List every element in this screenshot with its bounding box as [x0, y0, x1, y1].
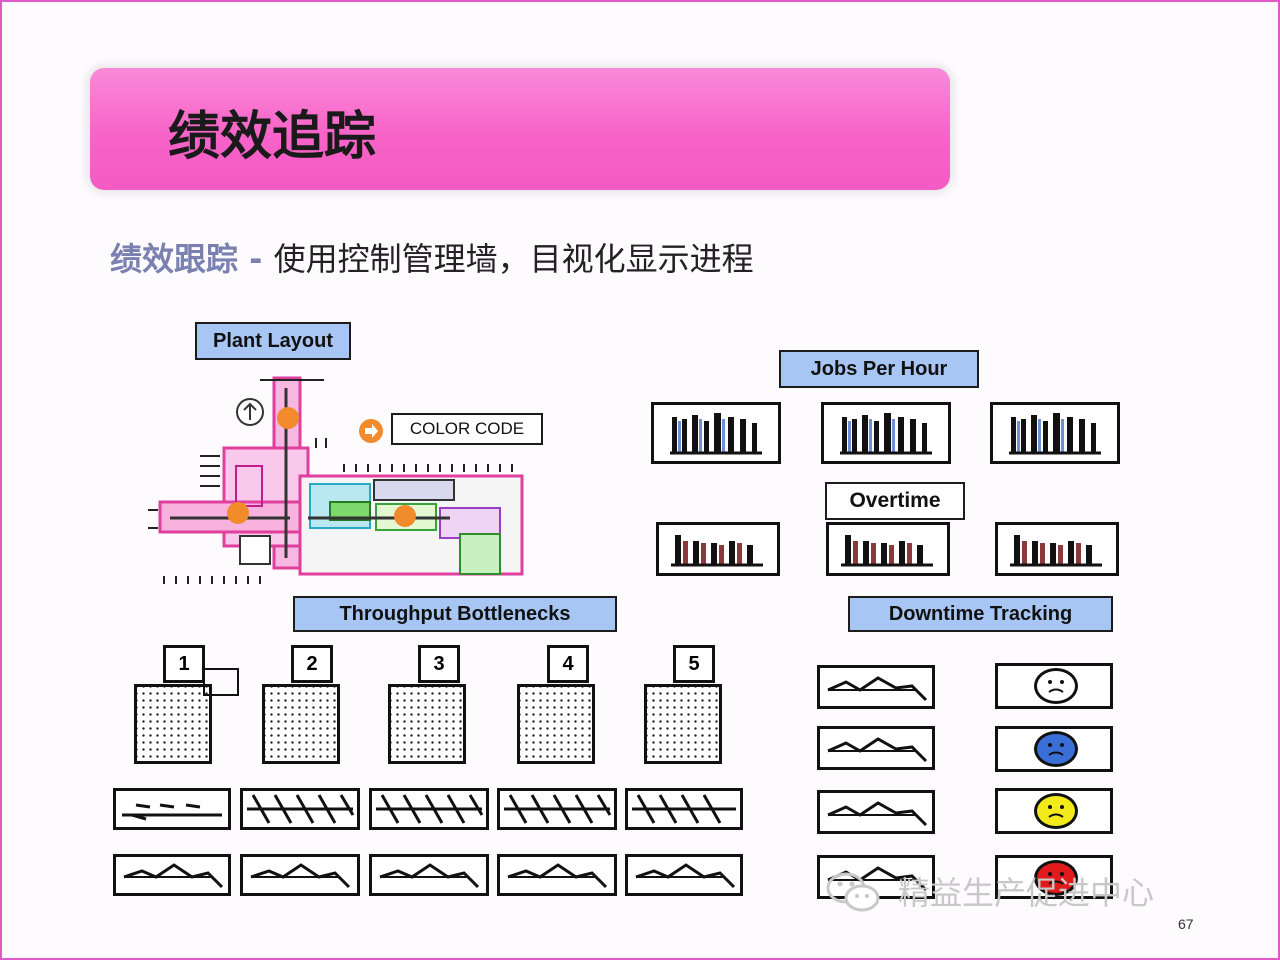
trend-chart-3: [369, 854, 489, 896]
face-status-4: [1034, 860, 1078, 896]
overtime-bars-1: [671, 535, 763, 567]
fishbone-lines-1: [122, 803, 222, 821]
trend-line-1: [123, 863, 224, 889]
face-status-1: [1034, 668, 1078, 704]
downtime-status-1: [995, 663, 1113, 709]
plant-layout-diagram: [148, 376, 524, 584]
station-grid-3: [388, 684, 466, 764]
trend-chart-5: [625, 854, 743, 896]
overtime-label: Overtime: [825, 482, 965, 520]
plant-layout-label: Plant Layout: [195, 322, 351, 360]
downtime-trend-1: [817, 665, 935, 709]
fishbone-chart-1: [113, 788, 231, 830]
throughput-label: Throughput Bottlenecks: [293, 596, 617, 632]
jobs-bars-2: [840, 413, 932, 455]
downtime-label: Downtime Tracking: [848, 596, 1113, 632]
station-number-3: 3: [418, 645, 460, 683]
trend-line-5: [635, 863, 736, 889]
fishbone-chart-4: [497, 788, 617, 830]
jobs-chart-1: [651, 402, 781, 464]
jobs-per-hour-label: Jobs Per Hour: [779, 350, 979, 388]
face-status-2: [1034, 731, 1078, 767]
slide-subtitle: 绩效跟踪 - 使用控制管理墙，目视化显示进程: [110, 234, 754, 280]
jobs-chart-2: [821, 402, 951, 464]
arrow-icon: [359, 419, 383, 443]
jobs-chart-3: [990, 402, 1120, 464]
overtime-chart-1: [656, 522, 780, 576]
subtitle-dash: -: [238, 240, 274, 278]
trend-chart-2: [240, 854, 360, 896]
station-grid-2: [262, 684, 340, 764]
overtime-chart-2: [826, 522, 950, 576]
fishbone-lines-2: [247, 794, 355, 824]
trend-chart-4: [497, 854, 617, 896]
trend-chart-1: [113, 854, 231, 896]
page-number: 67: [1178, 916, 1194, 932]
wechat-icon: [826, 872, 880, 912]
fishbone-chart-2: [240, 788, 360, 830]
jobs-bars-1: [670, 413, 762, 455]
downtime-trend-3: [817, 790, 935, 834]
downtime-trend-line-1: [827, 676, 928, 702]
fishbone-chart-5: [625, 788, 743, 830]
trend-line-3: [379, 863, 480, 889]
subtitle-text: 使用控制管理墙，目视化显示进程: [273, 240, 754, 278]
station-number-4: 4: [547, 645, 589, 683]
station-grid-1: [134, 684, 212, 764]
trend-line-2: [250, 863, 351, 889]
downtime-status-4: [995, 855, 1113, 899]
station-number-1: 1: [163, 645, 205, 683]
downtime-trend-line-3: [827, 801, 928, 827]
fishbone-lines-5: [632, 794, 736, 824]
station-number-5: 5: [673, 645, 715, 683]
jobs-bars-3: [1009, 413, 1101, 455]
fishbone-lines-3: [376, 794, 484, 824]
title-banner: 绩效追踪: [90, 68, 950, 190]
downtime-trend-2: [817, 726, 935, 770]
station-grid-5: [644, 684, 722, 764]
face-status-3: [1034, 793, 1078, 829]
downtime-status-2: [995, 726, 1113, 772]
overtime-chart-3: [995, 522, 1119, 576]
overtime-bars-3: [1010, 535, 1102, 567]
downtime-trend-line-4: [827, 866, 928, 892]
station-grid-4: [517, 684, 595, 764]
fishbone-lines-4: [504, 794, 612, 824]
slide-title: 绩效追踪: [168, 107, 377, 167]
fishbone-chart-3: [369, 788, 489, 830]
color-code-label: COLOR CODE: [391, 413, 543, 445]
highlight-box: [203, 668, 239, 696]
station-number-2: 2: [291, 645, 333, 683]
subtitle-lead: 绩效跟踪: [110, 240, 239, 278]
downtime-trend-line-2: [827, 737, 928, 763]
downtime-status-3: [995, 788, 1113, 834]
trend-line-4: [507, 863, 608, 889]
overtime-bars-2: [841, 535, 933, 567]
watermark-text: 精益生产促进中心: [898, 874, 1155, 912]
